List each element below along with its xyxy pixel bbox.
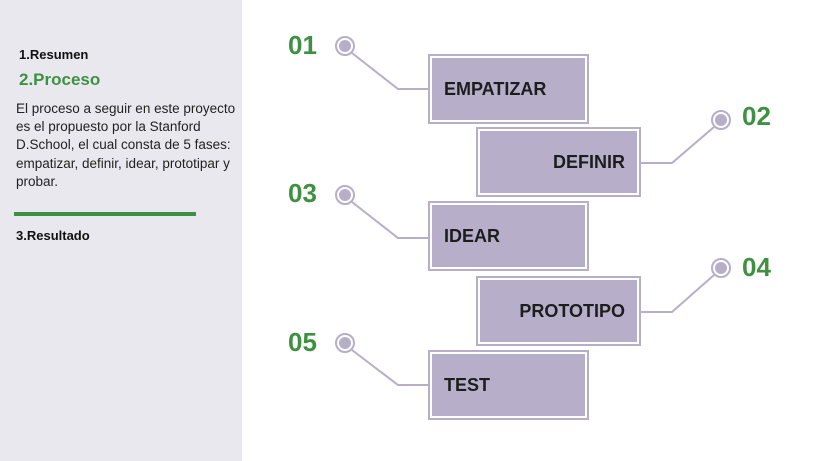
node-dot-03 bbox=[339, 189, 351, 201]
nav-item-resumen[interactable]: 1.Resumen bbox=[19, 47, 89, 62]
step-number-04: 04 bbox=[742, 252, 771, 282]
nav-item-proceso[interactable]: 2.Proceso bbox=[19, 70, 101, 89]
node-circle-01 bbox=[335, 36, 355, 56]
step-box-test: TEST bbox=[428, 350, 589, 420]
node-dot-02 bbox=[715, 114, 727, 126]
step-number-03: 03 bbox=[288, 178, 317, 208]
connector-04 bbox=[640, 274, 715, 313]
step-number-05: 05 bbox=[288, 327, 317, 357]
sidebar: 1.Resumen 2.Proceso El proceso a seguir … bbox=[0, 0, 242, 461]
node-dot-04 bbox=[715, 262, 727, 274]
node-dot-01 bbox=[339, 40, 351, 52]
node-circle-02 bbox=[711, 110, 731, 130]
node-dot-05 bbox=[339, 337, 351, 349]
node-circle-04 bbox=[711, 258, 731, 278]
step-box-idear: IDEAR bbox=[428, 201, 589, 271]
connector-05 bbox=[351, 349, 428, 386]
step-number-01: 01 bbox=[288, 30, 317, 60]
connector-01 bbox=[351, 52, 428, 90]
node-circle-03 bbox=[335, 185, 355, 205]
step-number-02: 02 bbox=[742, 101, 771, 131]
step-box-empatizar: EMPATIZAR bbox=[428, 54, 589, 124]
step-box-prototipo: PROTOTIPO bbox=[476, 276, 641, 346]
process-description: El proceso a seguir en este proyecto es … bbox=[16, 101, 236, 189]
step-box-definir: DEFINIR bbox=[476, 127, 641, 197]
node-circle-05 bbox=[335, 333, 355, 353]
active-underline bbox=[14, 212, 196, 216]
nav-item-resultado[interactable]: 3.Resultado bbox=[16, 228, 90, 243]
connector-03 bbox=[351, 201, 428, 239]
connector-02 bbox=[640, 126, 715, 164]
